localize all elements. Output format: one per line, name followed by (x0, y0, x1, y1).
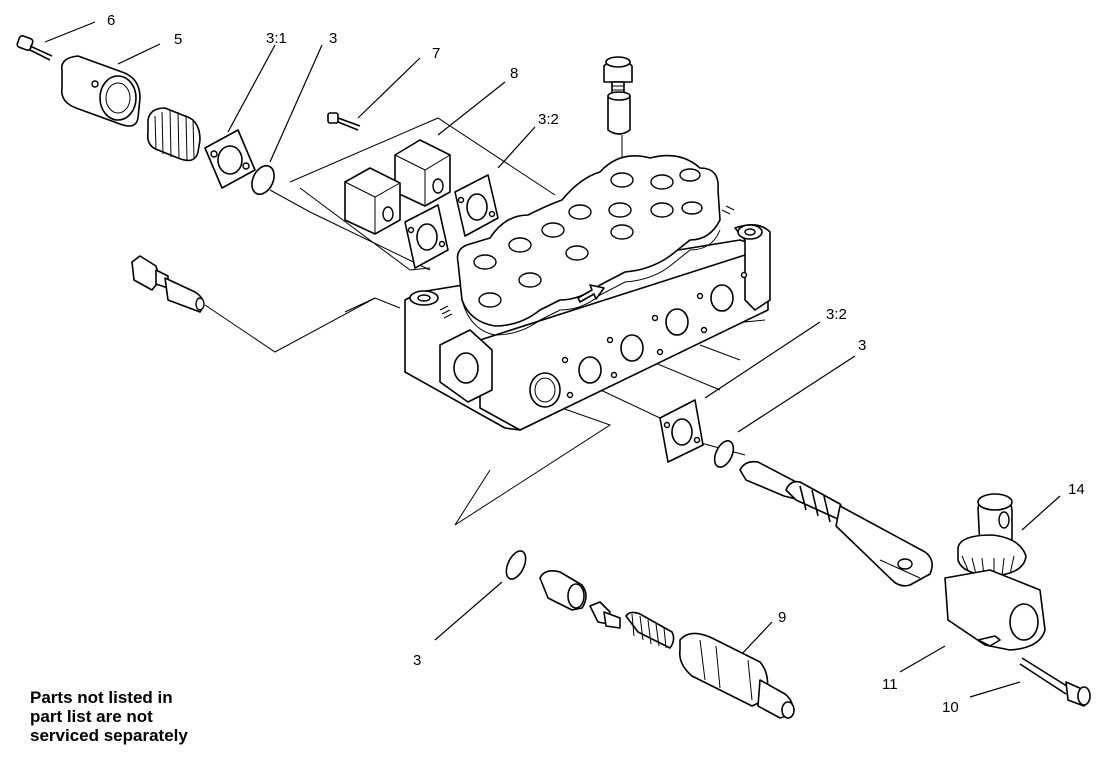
service-note-line-1: Parts not listed in (30, 688, 173, 707)
top-plug (603, 56, 633, 135)
block-part-8-upper (394, 139, 451, 207)
callout-14: 14 (1068, 481, 1085, 498)
callout-6: 6 (107, 12, 115, 29)
service-note: Parts not listed in part list are not se… (30, 688, 260, 745)
block-part-8-lower (344, 167, 401, 235)
callout-labels: 6 5 3:1 3 7 8 3:2 3:2 3 14 9 3 11 10 (107, 12, 1085, 716)
spool (739, 460, 933, 587)
callout-3-1: 3:1 (266, 30, 287, 47)
o-ring-bottom (505, 550, 527, 580)
flange-part-3-2-a (454, 174, 499, 237)
cover-cap-part-5 (60, 55, 141, 127)
callout-3-top: 3 (329, 30, 337, 47)
flange-part-3-2-right (659, 399, 704, 463)
o-ring-right (713, 440, 735, 468)
flange-part-3-2-b (404, 204, 449, 269)
o-ring-top (251, 164, 275, 196)
callout-7: 7 (432, 45, 440, 62)
service-note-line-3: serviced separately (30, 726, 188, 745)
callout-11: 11 (882, 676, 898, 693)
left-plunger (131, 255, 205, 313)
service-note-line-2: part list are not (30, 707, 153, 726)
flange-part-3-1 (204, 129, 256, 189)
relief-valve-part-9 (539, 570, 795, 719)
screw-part-7 (327, 112, 361, 131)
screw-part-6 (16, 35, 53, 61)
callout-3-2-top: 3:2 (538, 111, 559, 128)
screw-part-10 (1019, 657, 1091, 707)
callout-10: 10 (942, 699, 959, 716)
spring (146, 107, 201, 162)
callout-3-2-right: 3:2 (826, 306, 847, 323)
callout-8: 8 (510, 65, 518, 82)
leader-lines (44, 21, 1061, 698)
callout-5: 5 (174, 31, 182, 48)
lever-housing-part-14 (944, 493, 1046, 651)
valve-body (404, 154, 771, 431)
callout-9: 9 (778, 609, 786, 626)
callout-3-right: 3 (858, 337, 866, 354)
callout-3-bottom: 3 (413, 652, 421, 669)
